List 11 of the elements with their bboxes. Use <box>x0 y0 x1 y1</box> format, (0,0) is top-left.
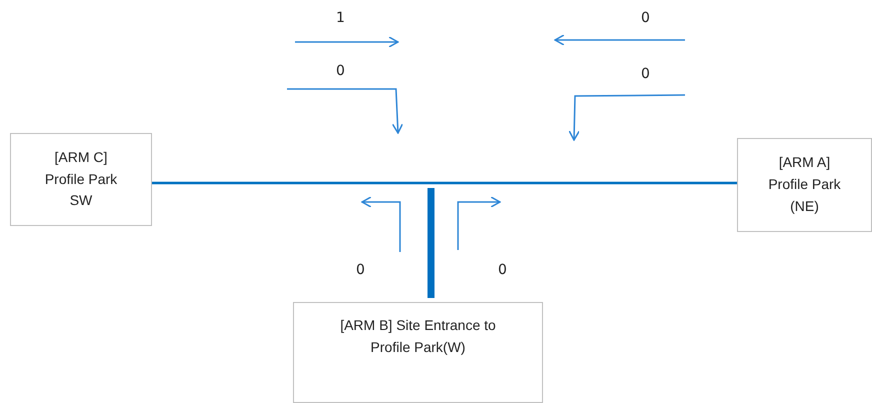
traffic-count: 0 <box>498 262 507 278</box>
arm-box: [ARM C] Profile Park SW <box>10 133 152 226</box>
traffic-count: 0 <box>641 66 650 82</box>
traffic-count: 0 <box>336 63 345 79</box>
road-stub <box>428 188 434 298</box>
traffic-count: 0 <box>641 10 650 26</box>
road-line <box>152 182 737 184</box>
arm-box: [ARM A] Profile Park (NE) <box>737 138 872 232</box>
traffic-count: 0 <box>356 262 365 278</box>
traffic-count: 1 <box>336 10 345 26</box>
arm-box: [ARM B] Site Entrance to Profile Park(W) <box>293 302 543 403</box>
